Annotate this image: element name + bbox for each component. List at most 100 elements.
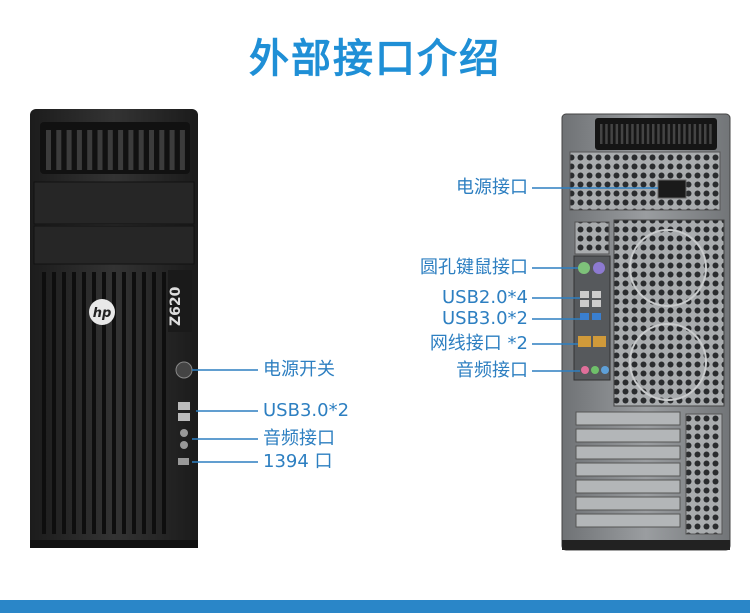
front-vents xyxy=(42,272,166,534)
rear-lan-port-2 xyxy=(593,336,606,347)
label-rear-usb20: USB2.0*4 xyxy=(441,287,528,308)
front-tower: hp Z620 xyxy=(30,109,198,548)
page-title: 外部接口介绍 xyxy=(249,36,501,82)
handle-rib xyxy=(169,130,175,170)
handle-rib xyxy=(138,130,144,170)
rear-handle-rib xyxy=(688,124,691,144)
rear-handle-rib xyxy=(678,124,681,144)
rear-audio-jack-1 xyxy=(581,366,589,374)
front-handle-ribs xyxy=(46,130,185,170)
front-vent-slot xyxy=(162,272,166,534)
front-vent-slot xyxy=(102,272,106,534)
hp-logo xyxy=(89,299,115,325)
label-front-usb30: USB3.0*2 xyxy=(263,400,350,421)
rear-handle-rib xyxy=(646,124,650,144)
rear-handle-rib xyxy=(600,124,603,144)
handle-rib xyxy=(76,130,82,170)
hp-logo-text: hp xyxy=(93,306,112,321)
front-callout-lines xyxy=(192,369,258,463)
handle-rib xyxy=(56,130,62,170)
rear-handle-rib xyxy=(605,124,608,144)
handle-rib xyxy=(66,130,72,170)
front-vent-slot xyxy=(152,272,156,534)
rear-handle-rib xyxy=(693,124,697,144)
expansion-slot xyxy=(575,513,681,528)
handle-rib xyxy=(87,130,93,170)
front-usb-port-1 xyxy=(178,402,190,410)
ps2-mouse-port xyxy=(578,262,590,274)
front-vent-slot xyxy=(132,272,136,534)
rear-handle-rib xyxy=(626,124,629,144)
label-front-audio: 音频接口 xyxy=(263,428,335,449)
front-usb-port-2 xyxy=(178,413,190,421)
psu-vent xyxy=(569,151,721,211)
expansion-slot xyxy=(575,479,681,494)
rear-handle-rib xyxy=(657,124,660,144)
rear-small-vent xyxy=(574,221,610,255)
rear-handle-rib xyxy=(698,124,702,144)
rear-tower xyxy=(561,113,731,551)
label-rear-audio: 音频接口 xyxy=(456,360,528,381)
front-vent-slot xyxy=(92,272,96,534)
ps2-keyboard-port xyxy=(593,262,605,274)
label-rear-ps2: 圆孔键鼠接口 xyxy=(420,257,528,278)
rear-fan-1 xyxy=(629,229,707,307)
rear-handle-ribs xyxy=(600,124,712,144)
rear-handle-rib xyxy=(631,124,634,144)
front-1394-port xyxy=(178,458,189,465)
expansion-slot xyxy=(575,445,681,460)
front-audio-jack-1 xyxy=(180,429,188,437)
handle-rib xyxy=(179,130,185,170)
front-audio-jack-2 xyxy=(180,441,188,449)
rear-usb2-port-4 xyxy=(592,300,601,307)
handle-rib xyxy=(46,130,51,170)
rear-usb2-port-1 xyxy=(580,291,589,298)
front-vent-slot xyxy=(112,272,116,534)
handle-rib xyxy=(107,130,113,170)
front-vent-slot xyxy=(122,272,126,534)
rear-handle-rib xyxy=(662,124,665,144)
rear-audio-jack-3 xyxy=(601,366,609,374)
bottom-accent-bar xyxy=(0,600,750,613)
rear-handle-rib xyxy=(620,124,624,144)
handle-rib xyxy=(128,130,134,170)
rear-handle-rib xyxy=(672,124,676,144)
expansion-slot xyxy=(575,428,681,443)
rear-handle-rib xyxy=(704,124,707,144)
handle-rib xyxy=(97,130,103,170)
front-vent-slot xyxy=(52,272,56,534)
front-vent-slot xyxy=(62,272,66,534)
rear-handle-rib xyxy=(636,124,639,144)
front-handle xyxy=(40,122,190,174)
rear-handle-rib xyxy=(652,124,655,144)
rear-tower-base xyxy=(562,540,730,550)
rear-handle-rib xyxy=(615,124,619,144)
rear-fan-2 xyxy=(629,323,707,401)
expansion-slot xyxy=(575,411,681,426)
front-vent-slot xyxy=(142,272,146,534)
handle-rib xyxy=(118,130,124,170)
label-rear-network: 网线接口 *2 xyxy=(429,333,528,354)
rear-lan-port-1 xyxy=(578,336,591,347)
rear-usb2-port-2 xyxy=(592,291,601,298)
rear-handle-rib xyxy=(641,124,645,144)
front-vent-slot xyxy=(42,272,46,534)
front-vent-slot xyxy=(82,272,86,534)
rear-usb3-port-2 xyxy=(592,313,601,320)
rear-callout-lines xyxy=(532,187,658,372)
power-button[interactable] xyxy=(175,361,193,379)
rear-handle xyxy=(595,118,717,150)
handle-rib xyxy=(149,130,154,170)
front-tower-base xyxy=(30,540,198,548)
drive-bay-2 xyxy=(33,225,195,265)
rear-handle-rib xyxy=(709,124,712,144)
model-badge xyxy=(168,270,192,332)
product-scene: hp Z620 xyxy=(30,109,731,551)
label-rear-power-port: 电源接口 xyxy=(456,177,528,198)
handle-rib xyxy=(159,130,165,170)
label-rear-usb30: USB3.0*2 xyxy=(441,308,528,329)
label-front-1394: 1394 口 xyxy=(263,451,333,472)
expansion-slots xyxy=(575,411,681,528)
label-power-switch: 电源开关 xyxy=(263,359,335,380)
expansion-slot xyxy=(575,462,681,477)
